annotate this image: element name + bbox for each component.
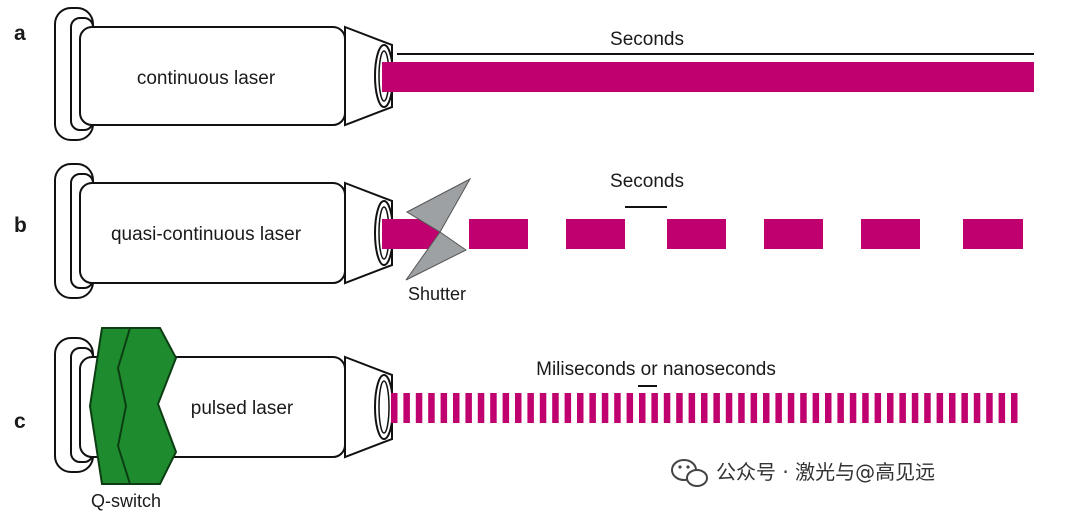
laser-label-c: pulsed laser bbox=[191, 398, 294, 419]
time-label-b: Seconds bbox=[610, 171, 684, 192]
pulse bbox=[1011, 393, 1018, 423]
beam-continuous bbox=[382, 62, 1034, 92]
pulse bbox=[564, 393, 572, 423]
pulse bbox=[440, 393, 448, 423]
pulse bbox=[750, 393, 758, 423]
watermark: 公众号 · 激光与@高见远 bbox=[671, 459, 935, 487]
beam-segment bbox=[667, 219, 726, 249]
q-switch bbox=[88, 327, 178, 485]
laser-label-b: quasi-continuous laser bbox=[111, 224, 302, 245]
pulse bbox=[502, 393, 510, 423]
pulse bbox=[998, 393, 1006, 423]
pulse bbox=[887, 393, 894, 423]
pulse bbox=[949, 393, 956, 423]
pulse bbox=[477, 393, 485, 423]
pulse bbox=[614, 393, 621, 423]
beam-quasi-continuous bbox=[382, 219, 1023, 249]
pulse bbox=[763, 393, 770, 423]
pulse bbox=[428, 393, 435, 423]
pulse bbox=[701, 393, 708, 423]
pulse bbox=[453, 393, 460, 423]
panel-b: b quasi-continuous laser Seconds Shutter bbox=[14, 163, 1023, 304]
beam-pulsed bbox=[391, 393, 1018, 423]
pulse bbox=[911, 393, 919, 423]
panel-letter-c: c bbox=[14, 410, 26, 433]
pulse bbox=[676, 393, 683, 423]
pulse bbox=[515, 393, 522, 423]
pulse bbox=[924, 393, 931, 423]
pulse bbox=[973, 393, 981, 423]
pulse bbox=[601, 393, 609, 423]
pulse bbox=[936, 393, 944, 423]
pulse bbox=[713, 393, 720, 423]
pulse bbox=[539, 393, 547, 423]
panel-letter-b: b bbox=[14, 214, 27, 237]
pulse bbox=[651, 393, 658, 423]
pulse bbox=[986, 393, 993, 423]
beam-segment bbox=[469, 219, 528, 249]
pulse bbox=[787, 393, 795, 423]
pulse bbox=[800, 393, 807, 423]
pulse bbox=[775, 393, 782, 423]
pulse bbox=[874, 393, 882, 423]
pulse bbox=[849, 393, 857, 423]
pulse bbox=[688, 393, 696, 423]
pulse bbox=[552, 393, 559, 423]
panel-c: c pulsed laser Q-switch Miliseconds or n… bbox=[14, 327, 1018, 511]
pulse bbox=[899, 393, 906, 423]
laser-label-a: continuous laser bbox=[137, 68, 276, 89]
laser-body-a bbox=[54, 7, 394, 141]
beam-segment bbox=[566, 219, 625, 249]
beam-segment bbox=[764, 219, 823, 249]
watermark-text: 公众号 · 激光与@高见远 bbox=[716, 460, 935, 484]
shutter bbox=[405, 177, 472, 281]
pulse bbox=[626, 393, 634, 423]
pulse bbox=[663, 393, 671, 423]
pulse bbox=[725, 393, 733, 423]
pulse bbox=[527, 393, 534, 423]
pulse bbox=[391, 393, 398, 423]
panel-a: a continuous laser Seconds bbox=[14, 7, 1034, 141]
pulse bbox=[812, 393, 820, 423]
pulse bbox=[837, 393, 844, 423]
laser-body-b bbox=[54, 163, 394, 299]
pulse bbox=[403, 393, 410, 423]
qswitch-label: Q-switch bbox=[91, 491, 161, 511]
pulse bbox=[589, 393, 596, 423]
shutter-label: Shutter bbox=[408, 284, 466, 304]
time-label-a: Seconds bbox=[610, 29, 684, 50]
pulse bbox=[825, 393, 832, 423]
pulse bbox=[577, 393, 584, 423]
pulse bbox=[738, 393, 745, 423]
pulse bbox=[465, 393, 472, 423]
pulse bbox=[415, 393, 423, 423]
time-label-c: Miliseconds or nanoseconds bbox=[536, 359, 776, 380]
pulse bbox=[961, 393, 968, 423]
beam-segment bbox=[861, 219, 920, 249]
pulse bbox=[639, 393, 646, 423]
pulse bbox=[862, 393, 869, 423]
pulse bbox=[490, 393, 497, 423]
wechat-icon bbox=[671, 459, 708, 487]
beam-segment bbox=[963, 219, 1023, 249]
panel-letter-a: a bbox=[14, 22, 26, 45]
